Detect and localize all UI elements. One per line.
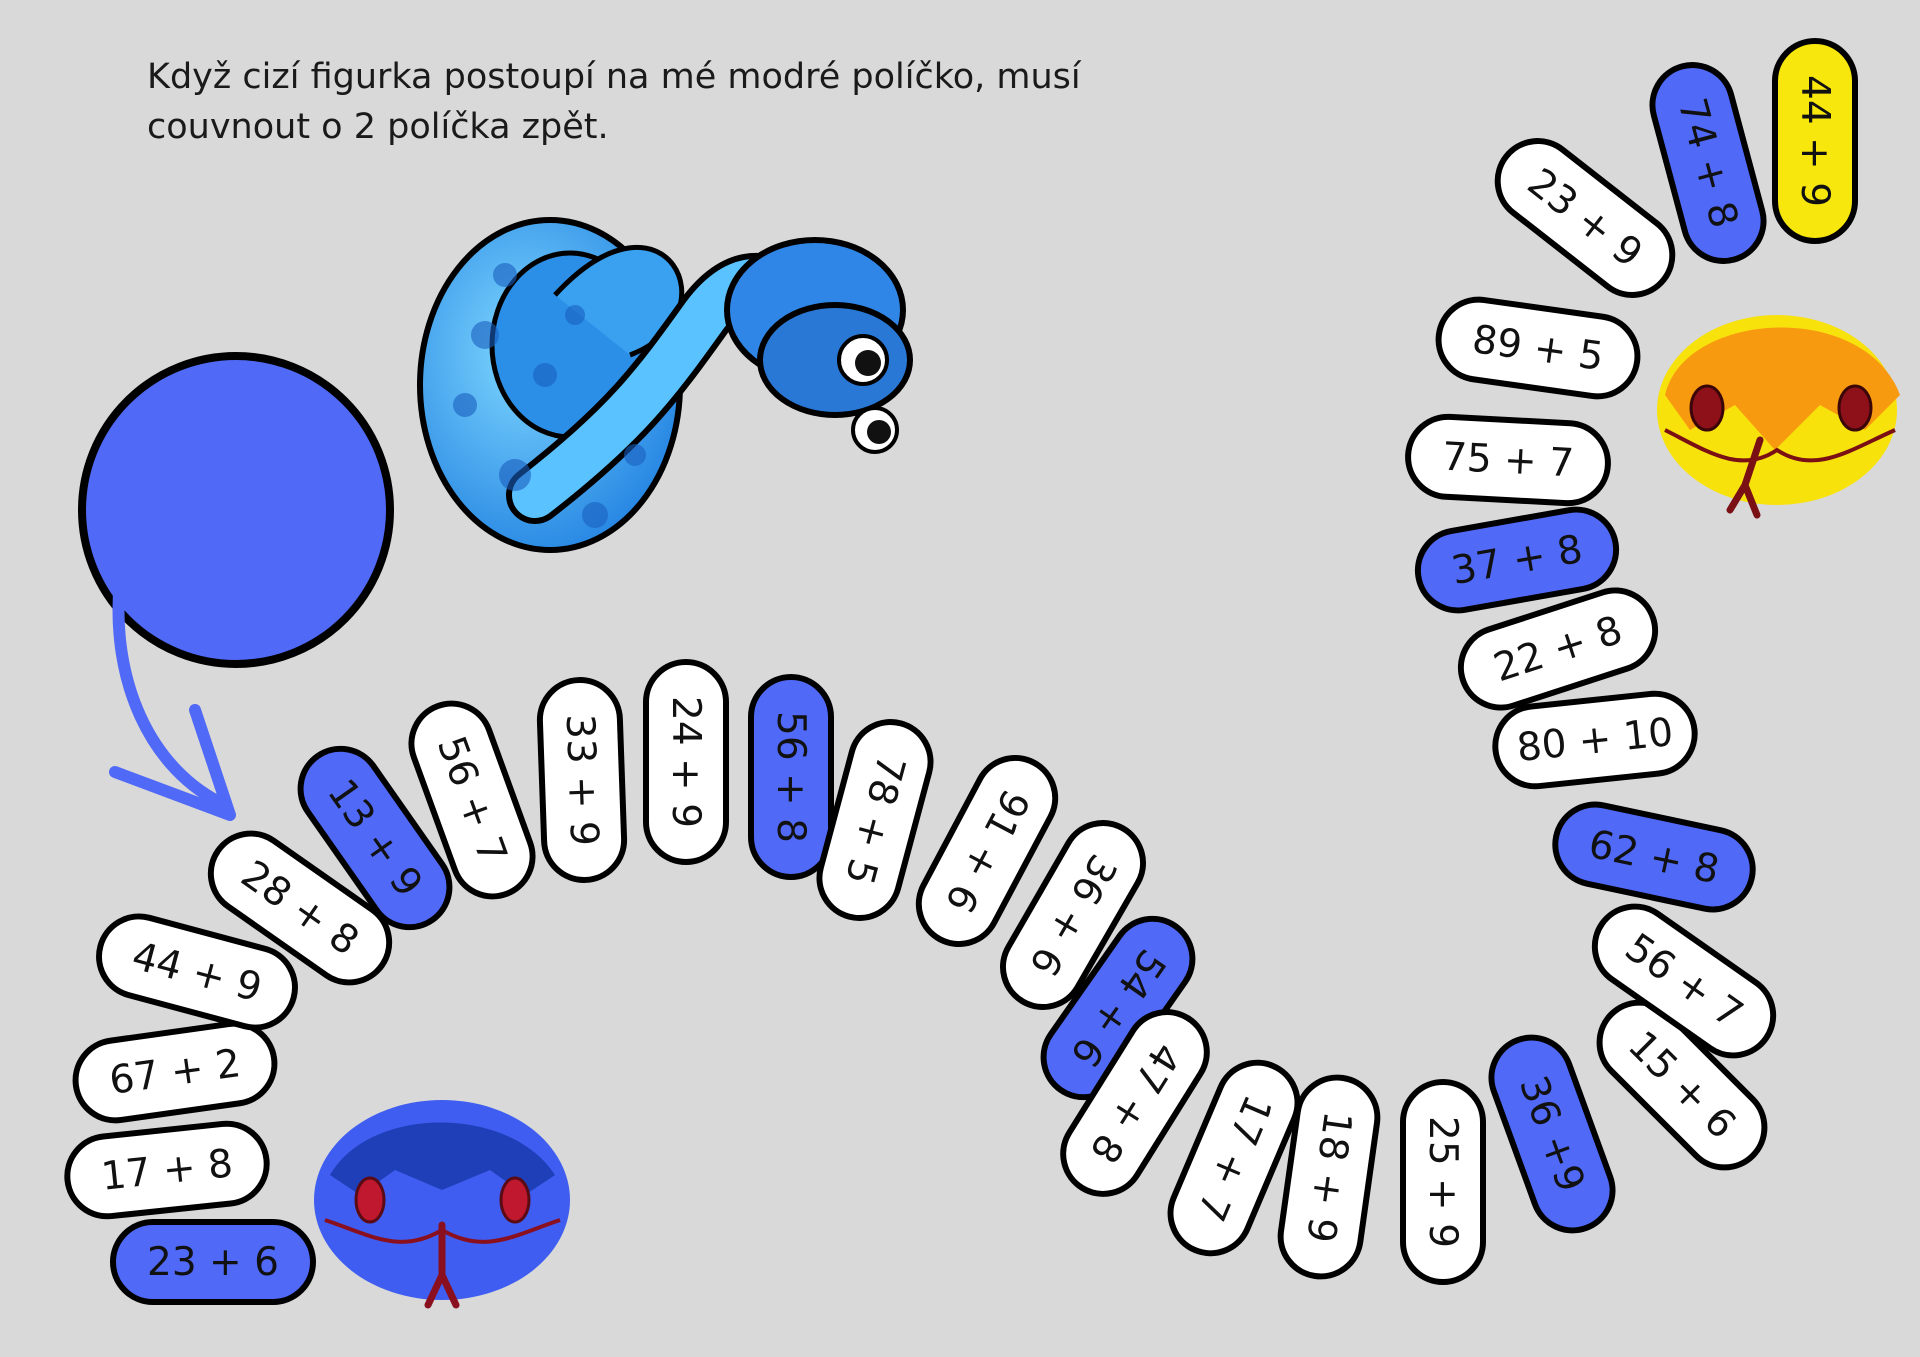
board-tile[interactable]: 62 + 8 xyxy=(1544,793,1764,921)
board-tile[interactable]: 25 + 9 xyxy=(1400,1079,1486,1285)
blue-snake-head-icon xyxy=(314,1100,570,1309)
board-tile[interactable]: 23 + 6 xyxy=(110,1219,316,1305)
board-tile[interactable]: 67 + 2 xyxy=(67,1015,283,1129)
board-tile[interactable]: 75 + 7 xyxy=(1402,411,1614,509)
yellow-snake-head-icon xyxy=(1657,315,1900,519)
board-tile[interactable]: 56 + 8 xyxy=(748,674,834,880)
start-arrow-icon xyxy=(109,574,236,821)
rule-text: Když cizí figurka postoupí na mé modré p… xyxy=(147,57,1081,147)
board-tile[interactable]: 89 + 5 xyxy=(1430,291,1646,405)
board-tile[interactable]: 44 + 9 xyxy=(1772,38,1858,244)
board-tile[interactable]: 24 + 9 xyxy=(643,659,729,865)
start-circle[interactable] xyxy=(76,350,406,680)
board-tile[interactable]: 33 + 9 xyxy=(535,675,629,885)
blue-snake-icon xyxy=(417,217,913,553)
board-tile[interactable]: 17 + 8 xyxy=(60,1116,274,1224)
